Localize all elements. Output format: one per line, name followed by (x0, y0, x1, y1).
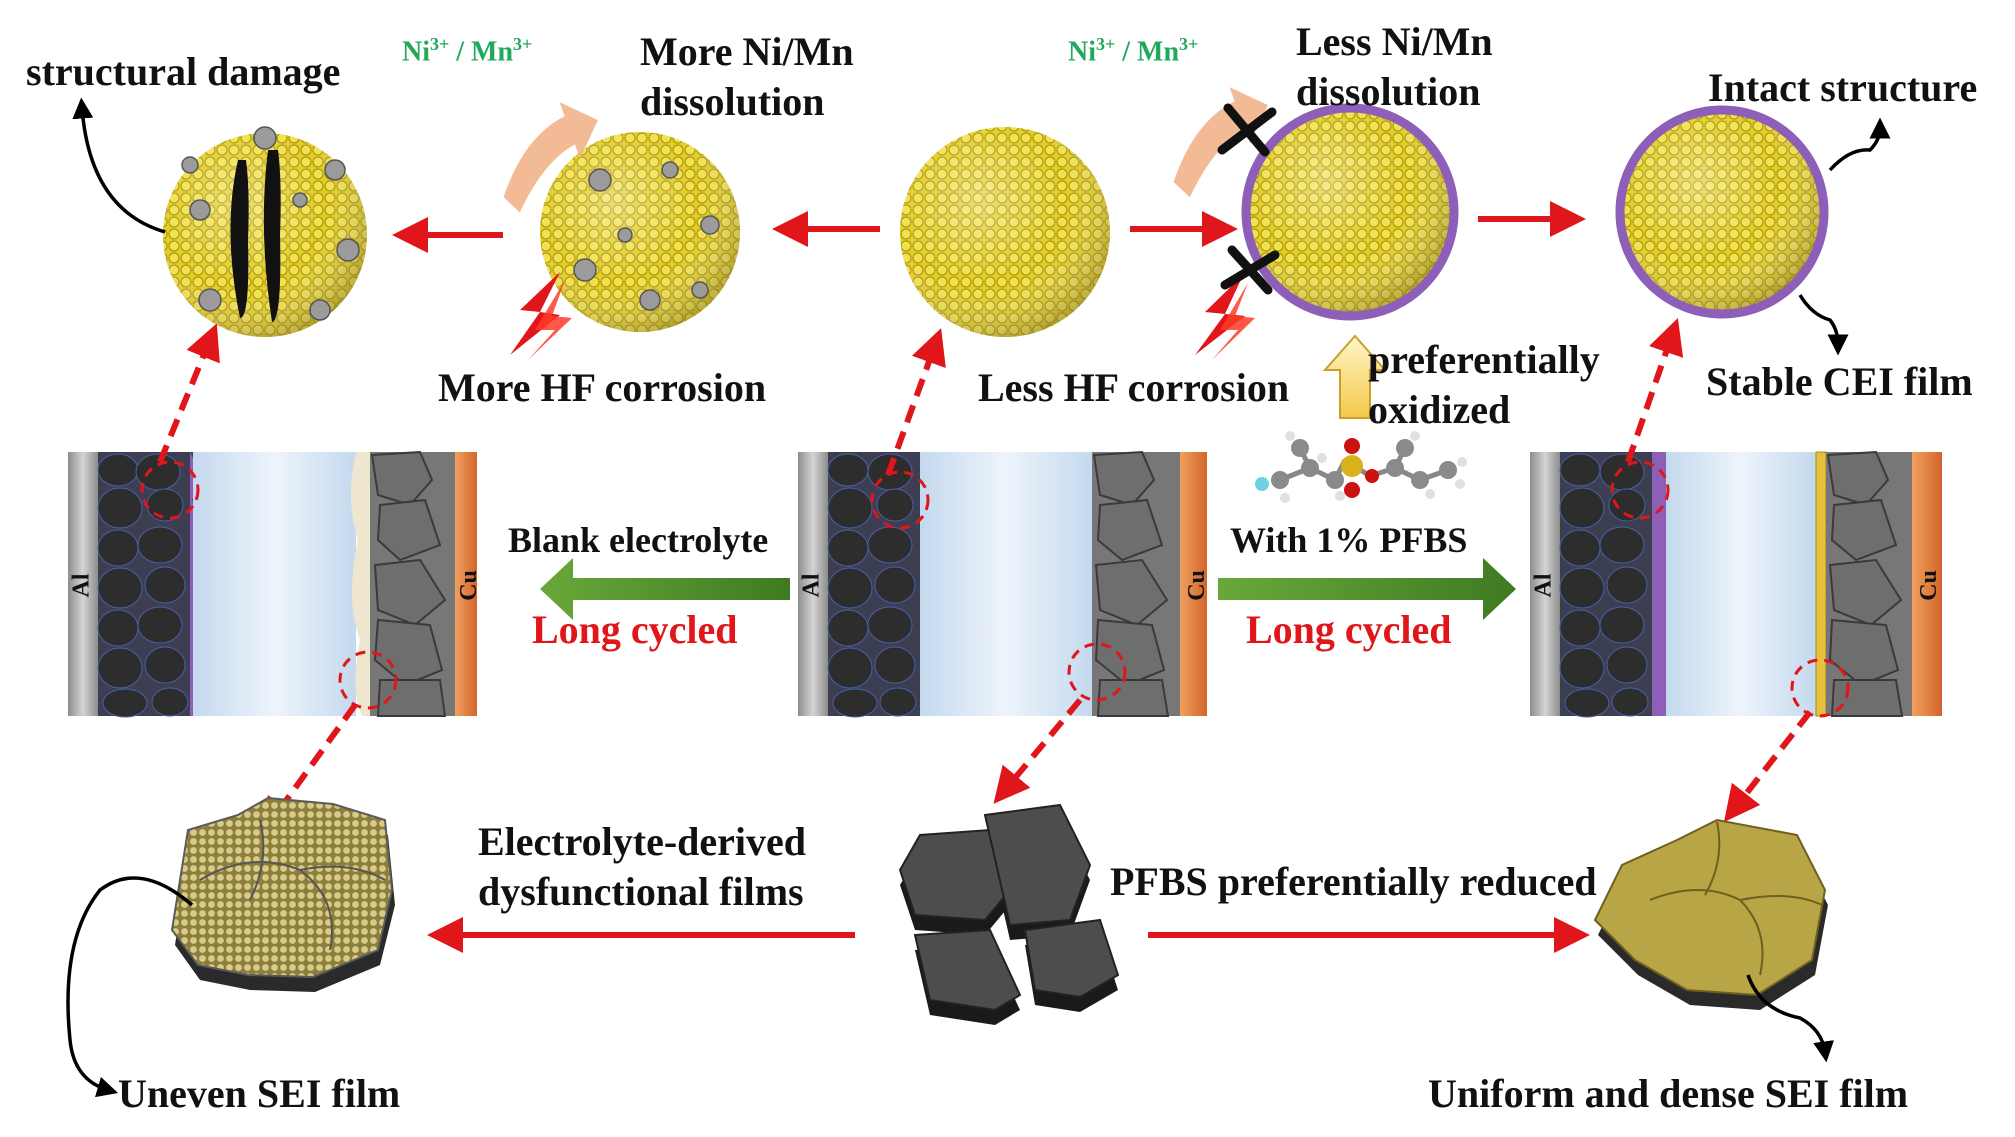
label-uneven-sei-film: Uneven SEI film (118, 1071, 401, 1116)
label-intact-structure: Intact structure (1708, 65, 1978, 110)
label-stable-cei-film: Stable CEI film (1706, 359, 1973, 404)
uneven-sei-graphite (170, 796, 395, 992)
label-ni-mn-left: Ni3+ / Mn3+ (402, 34, 533, 68)
cross-mark-icon (1217, 103, 1277, 157)
label-more-dissolution-2: dissolution (640, 79, 825, 124)
pristine-particle (900, 127, 1110, 337)
label-less-hf-corrosion: Less HF corrosion (978, 365, 1290, 410)
label-al-1: Al (68, 573, 95, 598)
top-flow-arrows (392, 201, 1586, 253)
label-with-pfbs: With 1% PFBS (1230, 520, 1468, 560)
label-al-3: Al (1530, 573, 1557, 598)
label-cu-2: Cu (1183, 570, 1210, 601)
lightning-bolt-icon (510, 272, 572, 360)
label-oxidized: oxidized (1368, 387, 1511, 432)
oxidation-arrow (1322, 334, 1388, 419)
lightning-bolt-icon (1195, 275, 1255, 360)
label-electrolyte-derived: Electrolyte-derived (478, 819, 807, 864)
uniform-sei-graphite (1593, 818, 1828, 1010)
curved-arrow-icon (503, 102, 598, 213)
arrow-with-pfbs (1218, 558, 1516, 620)
label-dysfunctional-films: dysfunctional films (478, 869, 804, 914)
label-more-dissolution-1: More Ni/Mn (640, 29, 854, 74)
pointer-lines-bottom (66, 876, 1834, 1098)
label-long-cycled-right: Long cycled (1246, 607, 1452, 652)
cross-mark-icon (1220, 245, 1280, 295)
label-al-2: Al (798, 573, 825, 598)
cell-blank-long-cycled (68, 450, 477, 718)
label-uniform-dense-sei-film: Uniform and dense SEI film (1428, 1071, 1909, 1116)
label-preferentially: preferentially (1368, 337, 1600, 382)
label-cu-1: Cu (455, 570, 482, 601)
corroded-particle (540, 132, 740, 332)
curved-arrow-icon (1173, 87, 1268, 198)
cell-fresh (798, 450, 1207, 718)
label-less-dissolution-1: Less Ni/Mn (1296, 19, 1493, 64)
label-cu-3: Cu (1915, 570, 1942, 601)
damaged-particle (163, 126, 367, 337)
label-structural-damage: structural damage (26, 49, 341, 94)
label-more-hf-corrosion: More HF corrosion (438, 365, 767, 410)
arrow-blank-electrolyte (540, 558, 790, 620)
label-ni-mn-right: Ni3+ / Mn3+ (1068, 34, 1199, 68)
label-pfbs-preferentially-reduced: PFBS preferentially reduced (1110, 859, 1597, 904)
cell-pfbs-long-cycled (1530, 450, 1942, 718)
fresh-graphite (898, 803, 1120, 1025)
label-blank-electrolyte: Blank electrolyte (508, 520, 769, 560)
pfbs-molecule-icon (1255, 431, 1467, 503)
intact-particle (1615, 105, 1829, 319)
label-less-dissolution-2: dissolution (1296, 69, 1481, 114)
pointer-lines-top (72, 97, 1891, 356)
cei-protected-particle (1241, 103, 1459, 321)
zoom-circles (140, 460, 1850, 718)
label-long-cycled-left: Long cycled (532, 607, 738, 652)
